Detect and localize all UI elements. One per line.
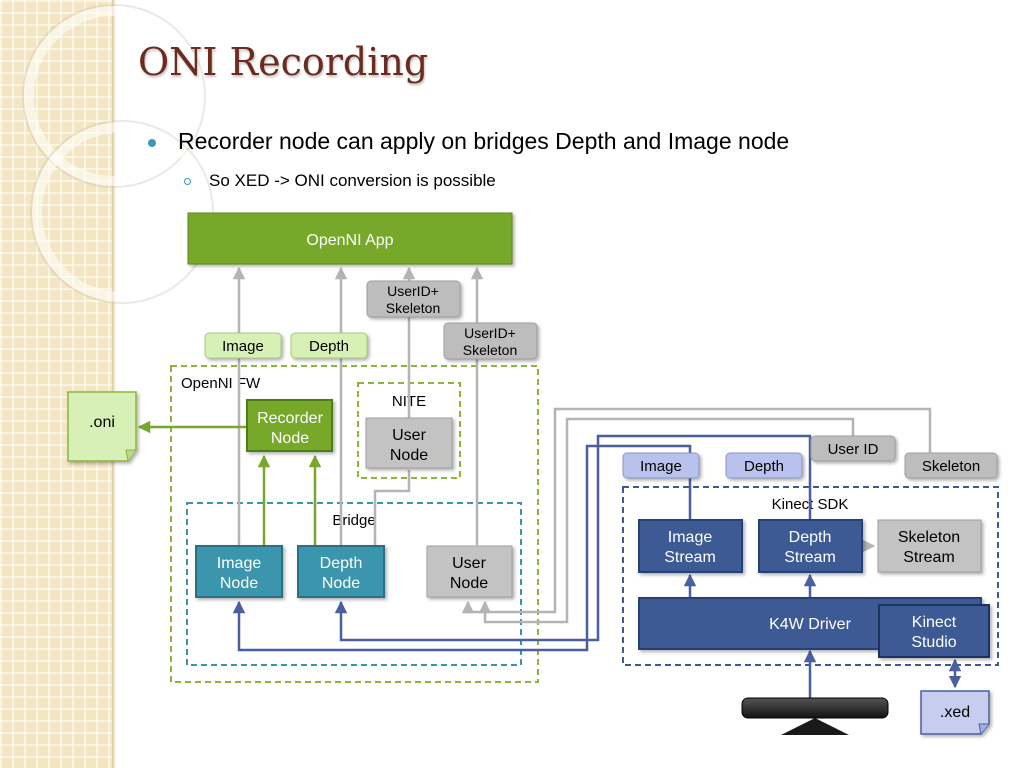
tag-depth-label: Depth [309,338,349,355]
bullet-dot-icon [148,138,156,147]
tag-sdk-depth: Depth [725,452,803,479]
tag-image: Image [204,332,282,359]
image-node-line-2: Node [220,575,258,592]
tag-userid-skeleton-nite: UserID+ Skeleton [366,280,461,318]
image-node-line-1: Image [217,555,262,572]
oni-file-label: .oni [89,414,115,431]
tag-image-label: Image [222,338,264,355]
tag-skeleton-label: Skeleton [922,458,980,475]
gray-connectors [232,266,932,624]
image-stream-line-1: Image [668,529,713,546]
tag-sdk-depth-label: Depth [744,458,784,475]
slide-title: ONI Recording [138,40,429,84]
depth-node: Depth Node [297,545,385,598]
sub-bullet-ring-icon [184,178,191,186]
kinect-studio-line-1: Kinect [912,614,957,631]
image-node: Image Node [195,545,283,598]
depth-stream: Depth Stream [758,519,863,573]
kinect-studio: Kinect Studio [878,604,990,658]
openni-fw-label: OpenNI FW [181,375,261,392]
tag-line-1: UserID+ [387,283,439,299]
depth-node-line-2: Node [322,575,360,592]
tag-sdk-image-label: Image [640,458,682,475]
tag-sdk-image: Image [622,452,700,479]
k4w-driver-label: K4W Driver [769,616,851,633]
tag-line-2: Skeleton [463,342,517,358]
tag-depth: Depth [290,332,368,359]
recorder-node-line-1: Recorder [257,410,323,427]
openni-app-label: OpenNI App [306,232,393,249]
sub-bullet-item: So XED -> ONI conversion is possible [184,171,496,191]
nite-user-node: User Node [365,417,453,469]
oni-file-icon: .oni [67,391,137,462]
skeleton-stream-line-1: Skeleton [898,529,960,546]
depth-stream-line-1: Depth [789,529,832,546]
bridge-user-node: User Node [426,545,513,598]
nite-user-node-line-2: Node [390,447,428,464]
depth-node-line-1: Depth [320,555,363,572]
bullet-item: Recorder node can apply on bridges Depth… [148,128,789,155]
sub-bullet-text: So XED -> ONI conversion is possible [209,171,496,190]
nite-user-node-line-1: User [392,427,426,444]
recorder-node-line-2: Node [271,430,309,447]
tag-line-1: UserID+ [464,325,516,341]
bridge-user-node-line-2: Node [450,575,488,592]
bridge-user-node-line-1: User [452,555,486,572]
recorder-node: Recorder Node [246,399,333,452]
image-stream-line-2: Stream [664,549,716,566]
bridge-label: Bridge [332,512,375,529]
tag-user-id-label: User ID [828,441,879,458]
sidebar-shadow [112,0,116,768]
decorative-ring [32,122,212,302]
bullet-text: Recorder node can apply on bridges Depth… [178,128,790,154]
kinect-studio-line-2: Studio [911,634,956,651]
xed-file-icon: .xed [920,690,990,735]
kinect-sensor-icon [741,697,889,735]
tag-userid-skeleton-bridge: UserID+ Skeleton [443,322,538,360]
bridge-container [186,502,522,666]
green-connectors [137,420,322,545]
image-stream: Image Stream [638,519,743,573]
tag-line-2: Skeleton [386,300,440,316]
skeleton-stream-line-2: Stream [903,549,955,566]
openni-app-box: OpenNI App [187,212,513,265]
skeleton-stream: Skeleton Stream [877,519,982,573]
tag-user-id: User ID [810,435,896,462]
depth-stream-line-2: Stream [784,549,836,566]
openni-fw-container [170,365,539,683]
xed-file-label: .xed [940,704,970,721]
tag-skeleton: Skeleton [904,452,998,479]
